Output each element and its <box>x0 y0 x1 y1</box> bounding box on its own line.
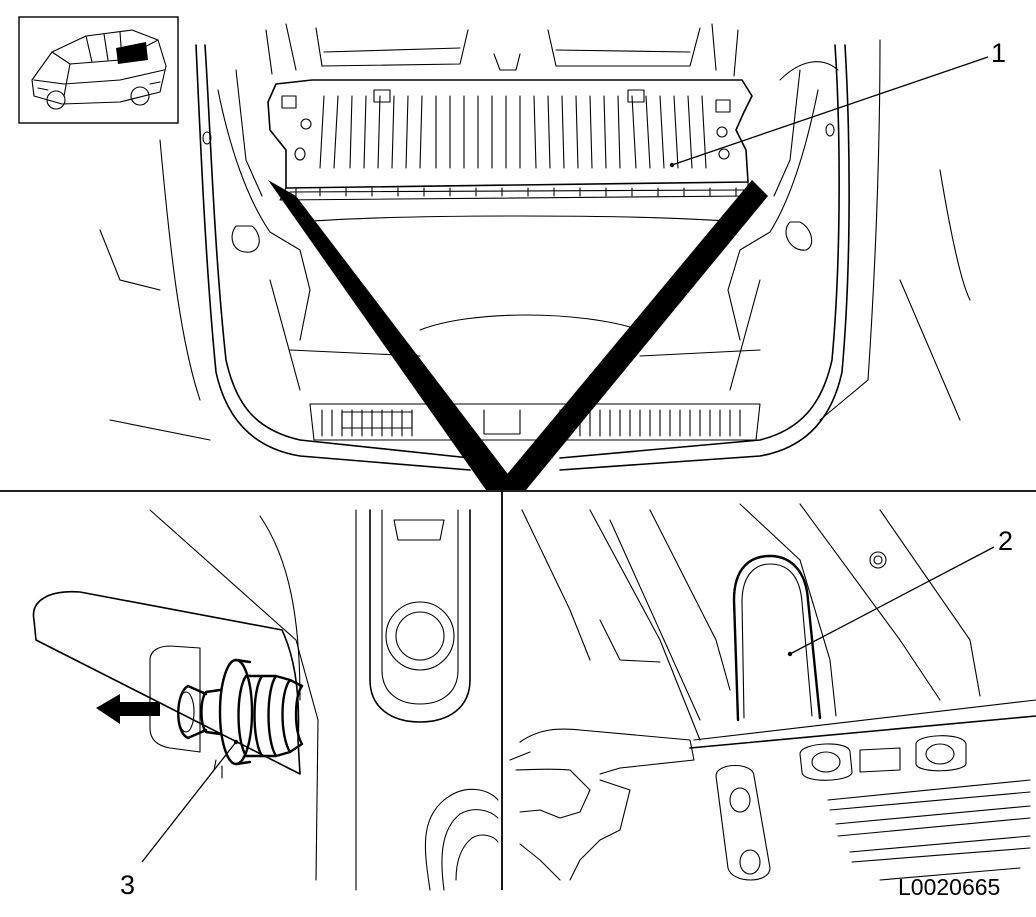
leader-line-2 <box>789 546 995 655</box>
figure-code: L0020665 <box>898 874 1000 900</box>
leader-dot-3 <box>233 739 239 745</box>
release-knob-detail <box>32 509 499 891</box>
callout-3: 3 <box>120 870 135 900</box>
leader-line-1 <box>671 56 989 166</box>
floor-cover-ribs <box>319 95 707 169</box>
pull-direction-arrow-icon <box>96 694 160 724</box>
load-compartment-view <box>99 23 971 490</box>
leader-dot-2 <box>787 651 793 657</box>
callout-1: 1 <box>991 38 1006 68</box>
detail-pointer-left <box>268 180 520 490</box>
floor-opening-detail <box>509 503 1036 881</box>
car-locator-icon <box>18 16 179 124</box>
callout-2: 2 <box>998 526 1013 556</box>
leader-dot-1 <box>669 162 675 168</box>
detail-pointer-right <box>494 180 768 490</box>
leader-line-3 <box>141 741 237 863</box>
